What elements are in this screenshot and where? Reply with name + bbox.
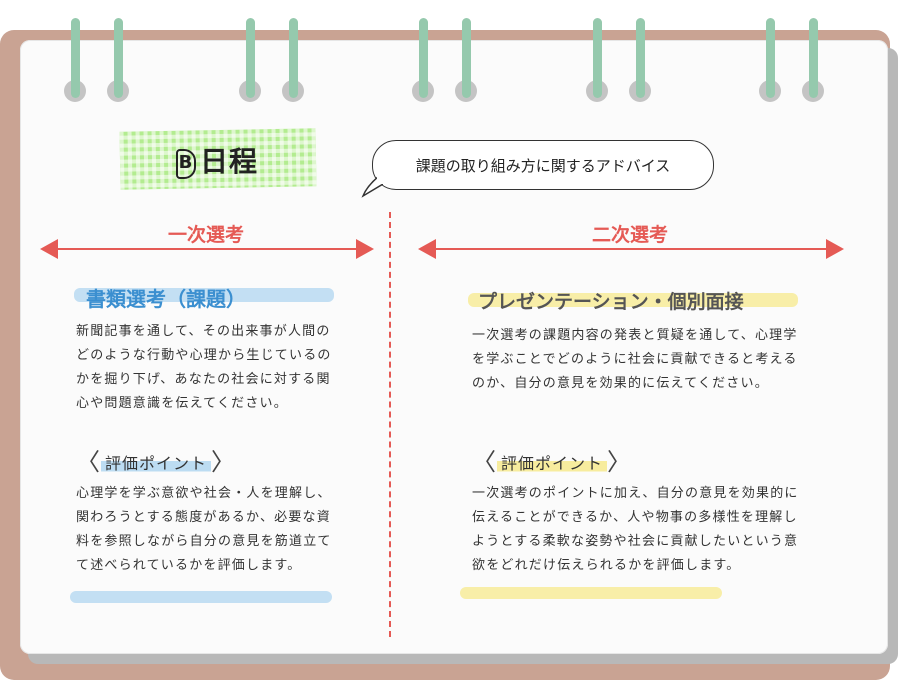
point-brush-highlight	[460, 587, 722, 599]
speech-bubble-tail	[361, 176, 383, 198]
stage-2-point-title: 評価ポイント	[497, 450, 608, 474]
point-brush-highlight	[70, 591, 332, 603]
angle-right-icon: 〉	[607, 448, 633, 476]
stage-1-point-heading: 〈 評価ポイント 〉	[76, 450, 236, 474]
stage-2-label: 二次選考	[591, 224, 668, 246]
stage-2-description: 一次選考の課題内容の発表と質疑を通して、心理学を学ぶことでどのように社会に貢献で…	[472, 328, 798, 391]
stage-1-label: 一次選考	[167, 224, 244, 246]
angle-right-icon: 〉	[211, 448, 237, 476]
binder-ring	[809, 18, 818, 98]
binder-ring	[462, 18, 471, 98]
title-brush-highlight	[74, 288, 334, 302]
binder-ring	[114, 18, 123, 98]
stage-1-section-title: 書類選考（課題）	[86, 287, 246, 311]
section-badge: B	[176, 149, 196, 179]
advice-speech-bubble: 課題の取り組み方に関するアドバイス	[372, 140, 714, 190]
angle-left-icon: 〈	[76, 448, 101, 476]
stage-1-description: 新聞記事を通して、その出来事が人間のどのような行動や心理から生じているのかを掘り…	[76, 324, 332, 411]
stage-1-point-title: 評価ポイント	[101, 450, 212, 474]
column-divider	[389, 212, 391, 637]
stage-2-section-title: プレゼンテーション・個別面接	[478, 291, 744, 313]
stage-2-point-heading: 〈 評価ポイント 〉	[472, 450, 632, 474]
binder-ring	[289, 18, 298, 98]
title-brush-highlight	[468, 293, 798, 307]
stage-2-arrow	[418, 239, 844, 259]
binder-ring	[71, 18, 80, 98]
binder-ring	[246, 18, 255, 98]
stage-2-point-text: 一次選考のポイントに加え、自分の意見を効果的に伝えることができるか、人や物事の多…	[472, 486, 799, 573]
advice-text: 課題の取り組み方に関するアドバイス	[415, 156, 671, 175]
binder-ring	[636, 18, 645, 98]
binder-ring	[593, 18, 602, 98]
stage-1-point-text: 心理学を学ぶ意欲や社会・人を理解し、関わろうとする態度があるか、必要な資料を参照…	[76, 486, 332, 573]
binder-ring	[419, 18, 428, 98]
angle-left-icon: 〈	[472, 448, 497, 476]
stage-1-arrow	[40, 239, 374, 259]
page-title-text: 日程	[200, 145, 259, 178]
binder-ring	[766, 18, 775, 98]
